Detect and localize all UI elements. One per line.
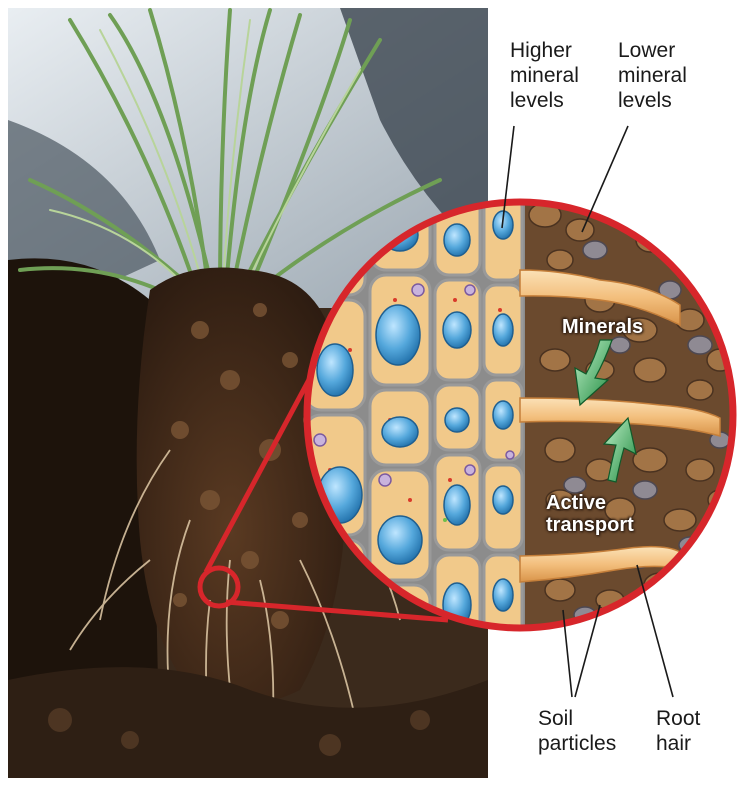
label-soil-particles: Soil particles [538,706,616,756]
label-active-transport: Active transport [546,492,634,536]
label-lower-mineral-levels: Lower mineral levels [618,38,687,113]
label-higher-mineral-levels: Higher mineral levels [510,38,579,113]
label-minerals: Minerals [562,316,643,338]
label-root-hair: Root hair [656,706,700,756]
